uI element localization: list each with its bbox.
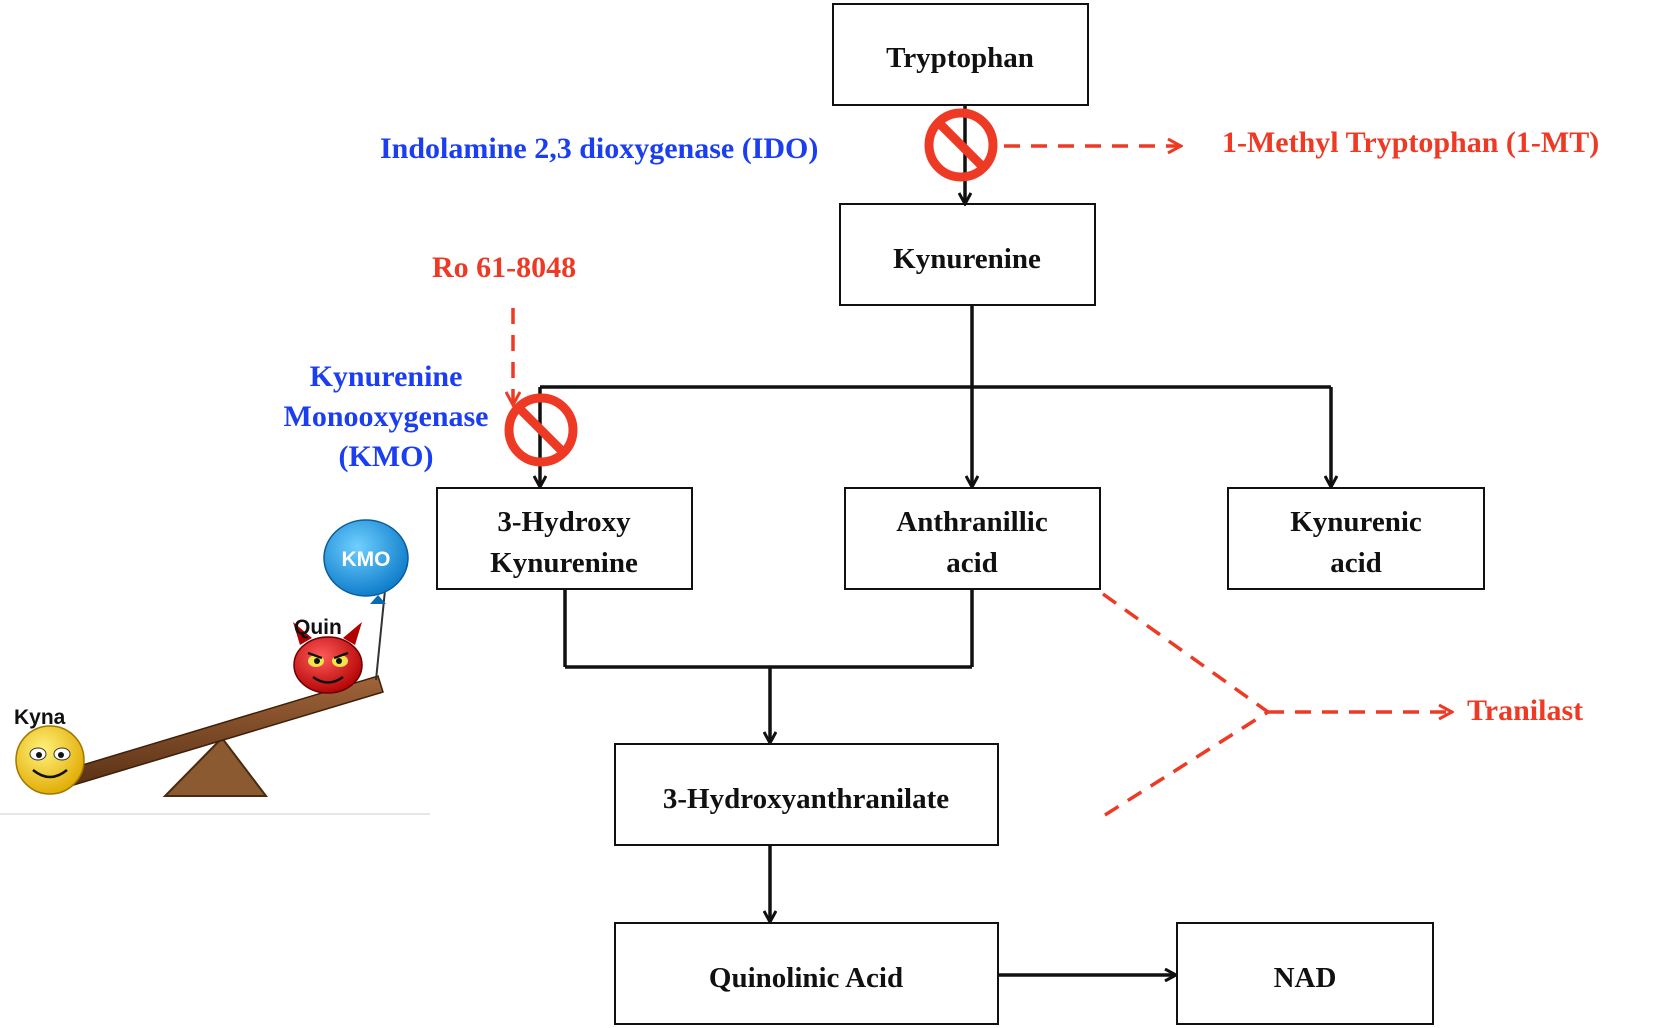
kyna-smiley-icon xyxy=(15,725,85,795)
ido-inhibition-icon xyxy=(924,108,998,182)
pathway-connectors xyxy=(540,105,1331,975)
kmo-label-line3: (KMO) xyxy=(339,440,434,473)
kynurenine-label: Kynurenine xyxy=(893,243,1041,275)
node-nad: NAD xyxy=(1176,922,1434,1025)
hydroxy-kynurenine-label-line2: Kynurenine xyxy=(490,547,638,579)
balloon-label: KMO xyxy=(342,548,391,571)
ido-enzyme-label: Indolamine 2,3 dioxygenase (IDO) xyxy=(380,132,818,165)
kynurenic-label-line1: Kynurenic xyxy=(1290,506,1422,538)
fulcrum-icon xyxy=(162,736,269,797)
kmo-label-line2: Monooxygenase xyxy=(284,400,489,433)
node-quinolinic-acid: Quinolinic Acid xyxy=(614,922,999,1025)
node-tryptophan: Tryptophan xyxy=(832,3,1089,106)
quin-label: Quin xyxy=(294,616,342,639)
quinolinic-label: Quinolinic Acid xyxy=(709,962,903,994)
quin-devil-icon xyxy=(293,622,363,694)
one-mt-label: 1-Methyl Tryptophan (1-MT) xyxy=(1222,126,1599,159)
node-3-hydroxy-kynurenine: 3-Hydroxy Kynurenine xyxy=(436,487,693,590)
anthranilic-label-line2: acid xyxy=(946,547,998,579)
ro-61-8048-label: Ro 61-8048 xyxy=(432,251,576,284)
node-kynurenic-acid: Kynurenic acid xyxy=(1227,487,1485,590)
hydroxyanthranilate-label: 3-Hydroxyanthranilate xyxy=(663,783,949,815)
kynurenic-label-line2: acid xyxy=(1330,547,1382,579)
kmo-balloon-icon: KMO xyxy=(323,519,409,604)
anthranilic-label-line1: Anthranillic xyxy=(896,506,1048,538)
kmo-label-line1: Kynurenine xyxy=(310,360,463,393)
tranilast-label: Tranilast xyxy=(1467,694,1583,727)
node-anthranilic-acid: Anthranillic acid xyxy=(844,487,1101,590)
kmo-inhibition-icon xyxy=(504,393,578,467)
dashed-tranilast-lower xyxy=(1104,710,1269,817)
node-kynurenine: Kynurenine xyxy=(839,203,1096,306)
kyna-label: Kyna xyxy=(14,706,66,729)
seesaw-illustration: KMO Quin Kyna xyxy=(0,505,430,815)
inhibitor-connectors xyxy=(513,146,1451,817)
hydroxy-kynurenine-label-line1: 3-Hydroxy xyxy=(497,506,631,538)
tryptophan-label: Tryptophan xyxy=(886,42,1034,74)
node-3-hydroxyanthranilate: 3-Hydroxyanthranilate xyxy=(614,743,999,846)
nad-label: NAD xyxy=(1274,962,1337,994)
dashed-tranilast-upper xyxy=(1101,592,1270,714)
